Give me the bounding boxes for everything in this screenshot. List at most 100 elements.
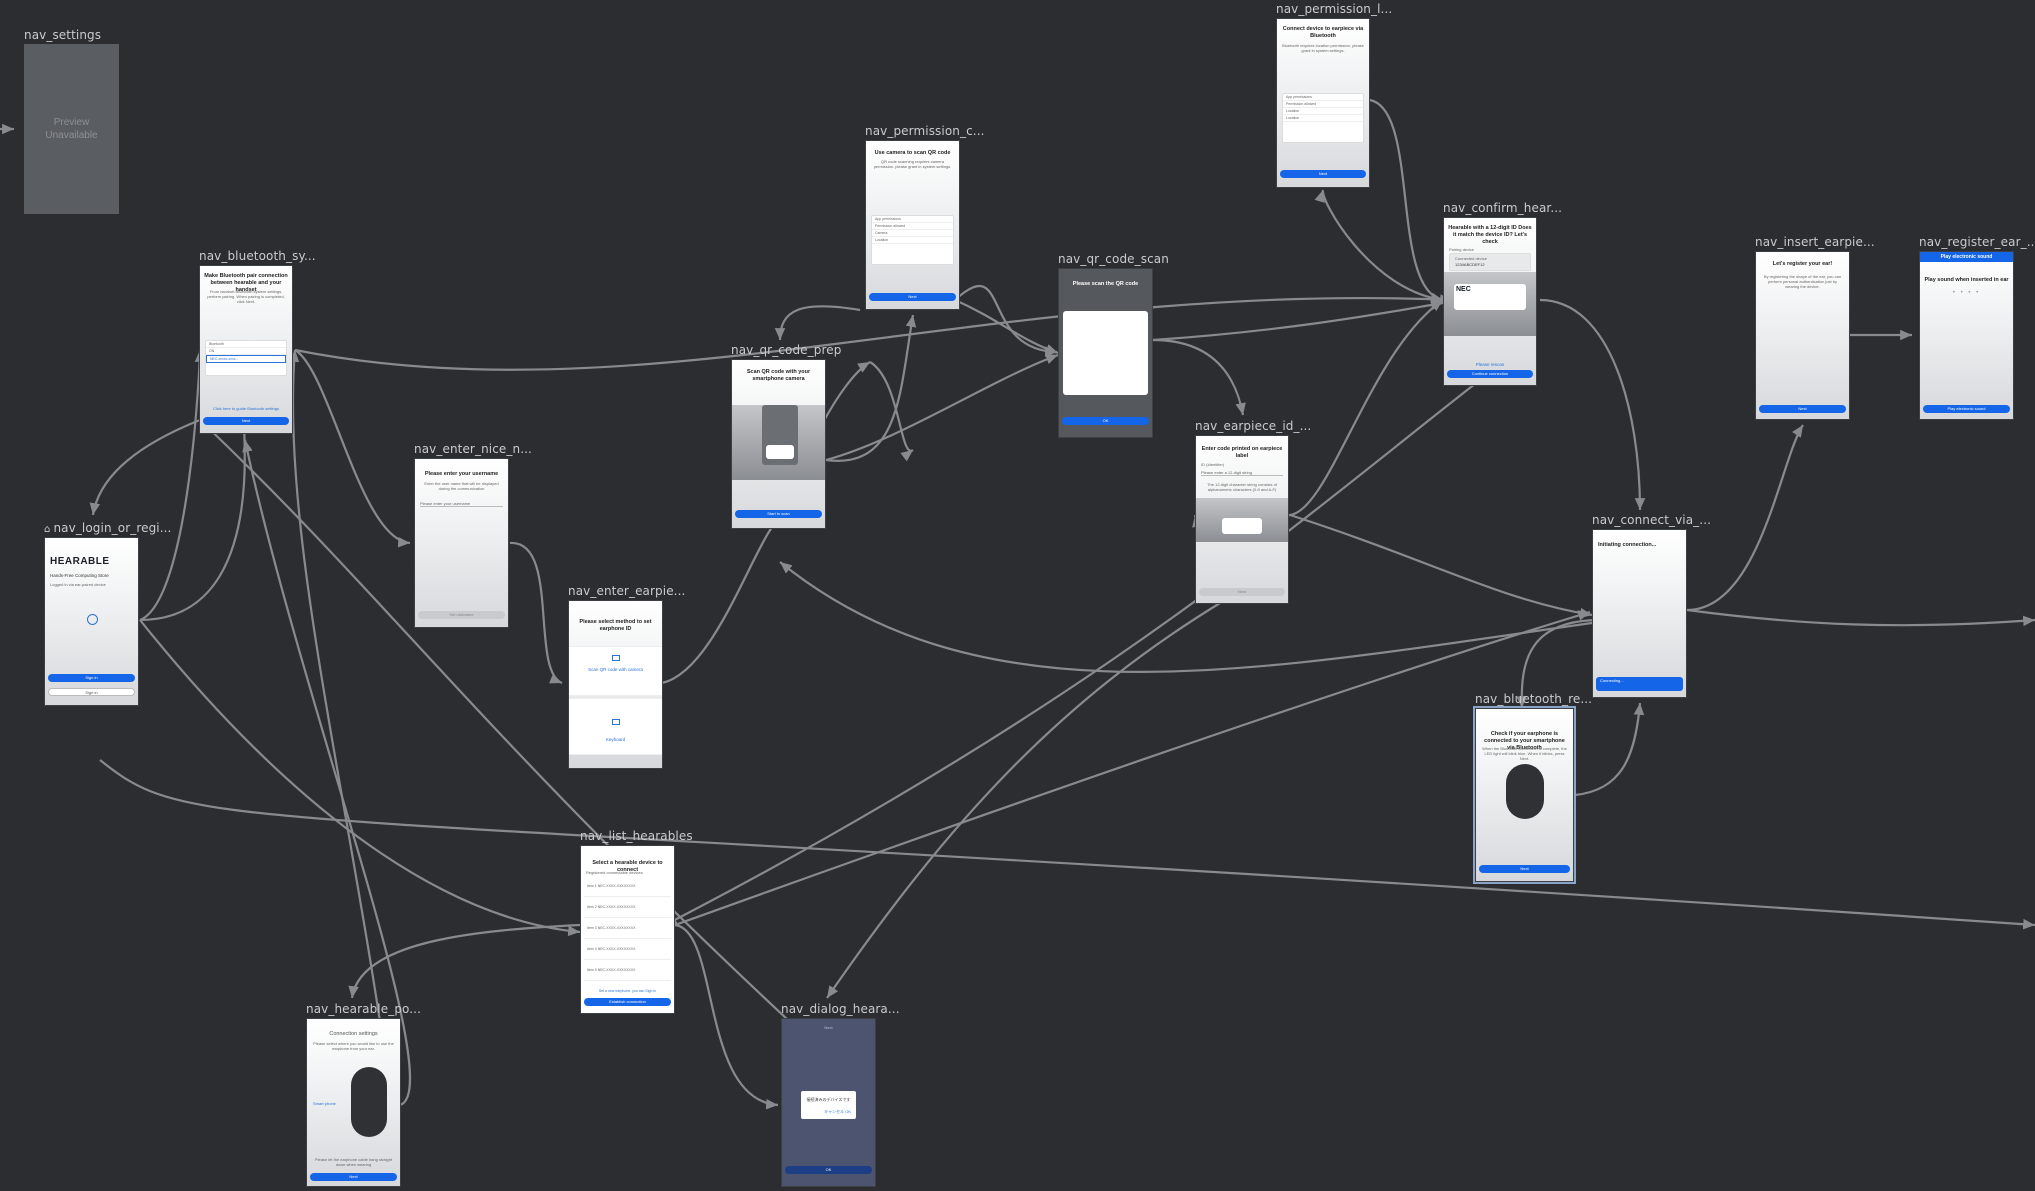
- screen-desc: QR code scanning requires camera permiss…: [873, 159, 952, 169]
- option-qr-tile[interactable]: Scan QR code with camera: [569, 646, 662, 696]
- brand-logo: HEARABLE: [50, 556, 110, 567]
- node-label: nav_list_hearables: [580, 829, 693, 843]
- node-qr-code-prep[interactable]: nav_qr_code_prep Scan QR code with your …: [731, 343, 841, 529]
- edge: [139, 349, 206, 622]
- dialog-cancel[interactable]: キャンセル: [824, 1109, 845, 1114]
- card-row: App permissions: [1283, 94, 1363, 101]
- screen-title: Enter code printed on earpiece label: [1201, 446, 1283, 459]
- screen-title: Use camera to scan QR code: [874, 150, 951, 156]
- screen-preview: Connect device to earpiece via Bluetooth…: [1276, 18, 1370, 188]
- node-label: nav_enter_earpie...: [568, 584, 686, 598]
- node-register-ear[interactable]: nav_register_ear_... Play electronic sou…: [1919, 235, 2035, 420]
- screen-preview: Use camera to scan QR code QR code scann…: [865, 140, 960, 310]
- rescan-link[interactable]: Please rescan: [1475, 362, 1505, 367]
- device-list: Item 1 NEC-XXXX-XXXXXXXX Item 2 NEC-XXXX…: [584, 876, 671, 981]
- node-label: nav_hearable_po...: [306, 1002, 422, 1016]
- sign-in-button[interactable]: Sign in: [48, 674, 135, 682]
- node-bluetooth-system[interactable]: nav_bluetooth_sy... Make Bluetooth pair …: [199, 249, 316, 434]
- field-label: ID (Identifier): [1201, 462, 1225, 467]
- list-item[interactable]: Item 2 NEC-XXXX-XXXXXXXX: [584, 897, 671, 918]
- keyboard-icon: [611, 719, 620, 725]
- set-nickname-button[interactable]: Set nickname: [418, 611, 505, 619]
- list-item[interactable]: Item 5 NEC-XXXX-XXXXXXXX: [584, 960, 671, 981]
- screen-title: Let's register your ear!: [1772, 261, 1833, 267]
- card-row: ON: [206, 348, 286, 355]
- edge: [348, 923, 581, 999]
- card-row: Permission allowed: [1283, 101, 1363, 108]
- play-sound-button[interactable]: Play electronic sound: [1923, 405, 2010, 413]
- screen-preview: Scan QR code with your smartphone camera…: [731, 359, 826, 529]
- ok-button[interactable]: OK: [785, 1166, 872, 1174]
- screen-desc: Bluetooth requires location permission, …: [1282, 43, 1364, 53]
- node-label: nav_settings: [24, 28, 102, 42]
- node-list-hearables[interactable]: nav_list_hearables Select a hearable dev…: [580, 829, 693, 1014]
- edge: [89, 418, 201, 516]
- next-button[interactable]: Next: [1280, 170, 1366, 178]
- screen-preview: HEARABLE Hands-Free Computing Store Logg…: [44, 537, 139, 706]
- screen-desc: By registering the shape of the ear, you…: [1763, 274, 1842, 289]
- register-button[interactable]: Sign in: [48, 688, 135, 696]
- card-row-highlight: NEC-xxxxx-xxxx...: [206, 355, 286, 363]
- screen-preview: Select a hearable device to connect Regi…: [580, 845, 675, 1014]
- node-enter-nickname[interactable]: nav_enter_nice_n... Please enter your us…: [414, 442, 532, 628]
- node-permission-camera[interactable]: nav_permission_c... Use camera to scan Q…: [865, 124, 984, 310]
- node-label: nav_register_ear_...: [1919, 235, 2035, 249]
- side-option[interactable]: Smart phone: [313, 1101, 336, 1106]
- node-connect-via[interactable]: nav_connect_via_... Initiating connectio…: [1592, 513, 1711, 698]
- node-qr-code-scan[interactable]: nav_qr_code_scan Please scan the QR code…: [1058, 252, 1169, 438]
- screen-title: Connection settings: [329, 1031, 378, 1037]
- next-button[interactable]: Next: [1479, 865, 1570, 873]
- node-settings[interactable]: nav_settings Preview Unavailable: [24, 28, 119, 214]
- next-button[interactable]: Next: [1199, 588, 1285, 596]
- node-label-text: nav_login_or_regi...: [53, 521, 172, 535]
- option-keyboard-tile[interactable]: Keyboard: [569, 698, 662, 755]
- earpiece-id-input[interactable]: Please enter a 12-digit string: [1201, 470, 1283, 476]
- sign-in-link[interactable]: Set a new earphone, you can Sign in: [598, 989, 657, 993]
- field-value-id: 1234ABCDEF12: [1455, 262, 1485, 267]
- edge: [661, 512, 786, 685]
- node-label: nav_confirm_hear...: [1443, 201, 1563, 215]
- start-scan-button[interactable]: Start to scan: [735, 510, 822, 518]
- qr-label: [766, 445, 794, 459]
- screen-title: Check if your earphone is connected to y…: [1484, 731, 1565, 751]
- node-dialog-hearable[interactable]: nav_dialog_heara... Next 接続済みのデバイスです キャン…: [781, 1002, 900, 1187]
- node-label: nav_qr_code_scan: [1058, 252, 1169, 266]
- next-button[interactable]: Next: [203, 417, 289, 425]
- screen-desc: Enter the user name that will be display…: [424, 481, 499, 491]
- ok-button[interactable]: OK: [1062, 417, 1149, 425]
- edge: [1289, 513, 1593, 619]
- node-permission-location[interactable]: nav_permission_l... Connect device to ea…: [1276, 2, 1392, 188]
- node-bluetooth-reconnect[interactable]: nav_bluetooth_re... Check if your earpho…: [1473, 692, 1592, 884]
- continue-connection-button[interactable]: Continue connection: [1447, 370, 1533, 378]
- next-button[interactable]: Next: [310, 1173, 397, 1181]
- nickname-input[interactable]: Please enter your username: [420, 501, 503, 507]
- node-label: nav_permission_l...: [1276, 2, 1393, 16]
- list-item[interactable]: Item 3 NEC-XXXX-XXXXXXXX: [584, 918, 671, 939]
- node-enter-earpiece[interactable]: nav_enter_earpie... Please select method…: [568, 584, 685, 769]
- edge: [825, 314, 917, 462]
- node-insert-earpiece[interactable]: nav_insert_earpie... Let's register your…: [1755, 235, 1875, 420]
- home-icon: ⌂: [44, 524, 51, 535]
- screen-preview: Enter code printed on earpiece label ID …: [1195, 435, 1289, 604]
- qr-label: [1222, 518, 1262, 534]
- preview-unavailable: Preview Unavailable: [24, 44, 119, 214]
- next-button[interactable]: Next: [869, 293, 956, 301]
- dialog-ok[interactable]: OK: [845, 1109, 851, 1114]
- node-label: nav_qr_code_prep: [731, 343, 842, 357]
- earphone-image: [1506, 764, 1544, 819]
- edge: [825, 353, 1059, 462]
- node-hearable-position[interactable]: nav_hearable_po... Connection settings P…: [306, 1002, 421, 1187]
- next-button[interactable]: Next: [1759, 405, 1846, 413]
- node-login-or-register[interactable]: ⌂nav_login_or_regi... HEARABLE Hands-Fre…: [44, 521, 171, 706]
- screen-title: Initiating connection...: [1598, 542, 1657, 548]
- qr-label: NEC: [1454, 284, 1526, 310]
- edge: [674, 923, 779, 1110]
- dialog-box: 接続済みのデバイスです キャンセル OK: [801, 1091, 856, 1119]
- node-earpiece-id[interactable]: nav_earpiece_id_... Enter code printed o…: [1195, 419, 1311, 604]
- list-item[interactable]: Item 4 NEC-XXXX-XXXXXXXX: [584, 939, 671, 960]
- establish-connection-button[interactable]: Establish connection: [584, 998, 671, 1006]
- screen-preview: Please enter your username Enter the use…: [414, 458, 509, 628]
- screen-preview: Connection settings Please select where …: [306, 1018, 401, 1187]
- node-confirm-hearable[interactable]: nav_confirm_hear... Hearable with a 12-d…: [1443, 201, 1562, 386]
- list-item[interactable]: Item 1 NEC-XXXX-XXXXXXXX: [584, 876, 671, 897]
